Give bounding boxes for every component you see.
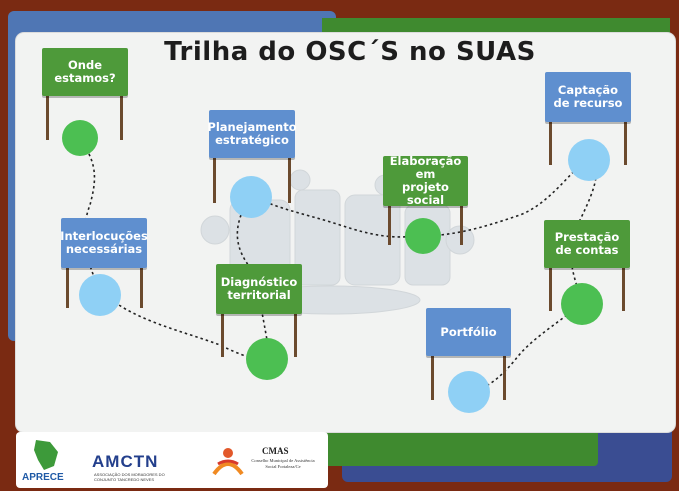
sign-post	[431, 355, 434, 400]
sign-post	[140, 266, 143, 308]
sign-post	[388, 205, 391, 245]
sign-post	[622, 266, 625, 311]
amctn-logo-text: AMCTN	[92, 452, 159, 471]
trail-stop-blue	[568, 139, 610, 181]
sign-post	[288, 158, 291, 203]
trail-stop-blue	[230, 176, 272, 218]
sign-prestacao-de-contas: Prestação de contas	[544, 220, 630, 268]
trail-stop-blue	[448, 371, 490, 413]
sign-onde-estamos: Onde estamos?	[42, 48, 128, 96]
trail-stop-green	[561, 283, 603, 325]
sign-planejamento-estrategico: Planejamento estratégico	[207, 110, 297, 158]
sign-post	[66, 266, 69, 308]
cmas-logo-text: CMAS	[262, 446, 289, 456]
trail-stop-blue	[79, 274, 121, 316]
sign-post	[221, 312, 224, 357]
sign-interlocucoes-necessarias: Interlocuções necessárias	[60, 218, 148, 268]
sign-post	[213, 158, 216, 203]
trail-stop-green	[246, 338, 288, 380]
sign-diagnostico-territorial: Diagnóstico territorial	[216, 264, 302, 314]
amctn-logo-subtitle: ASSOCIAÇÃO DOS MORADORES DO CONJUNTO TAN…	[94, 472, 165, 482]
sign-elaboracao-projeto-social: Elaboração em projeto social	[383, 155, 468, 207]
page-title: Trilha do OSC´S no SUAS	[164, 37, 536, 67]
sign-post	[46, 95, 49, 140]
trail-stop-green	[62, 120, 98, 156]
aprece-logo-text: APRECE	[22, 472, 64, 483]
sign-post	[460, 205, 463, 245]
sign-post	[294, 312, 297, 357]
sign-portfolio: Portfólio	[426, 308, 511, 356]
aprece-logo-icon	[34, 440, 58, 470]
sign-post	[624, 120, 627, 165]
sign-post	[549, 120, 552, 165]
cmas-logo-subtitle: Conselho Municipal de Assistência Social…	[251, 458, 315, 469]
trail-stop-green	[405, 218, 441, 254]
sign-post	[549, 266, 552, 311]
sign-captacao-de-recurso: Captação de recurso	[545, 72, 631, 122]
cmas-logo-icon	[212, 448, 244, 476]
sign-post	[120, 95, 123, 140]
sign-post	[503, 355, 506, 400]
logo-bar: APRECE AMCTN ASSOCIAÇÃO DOS MORADORES DO…	[16, 432, 328, 488]
